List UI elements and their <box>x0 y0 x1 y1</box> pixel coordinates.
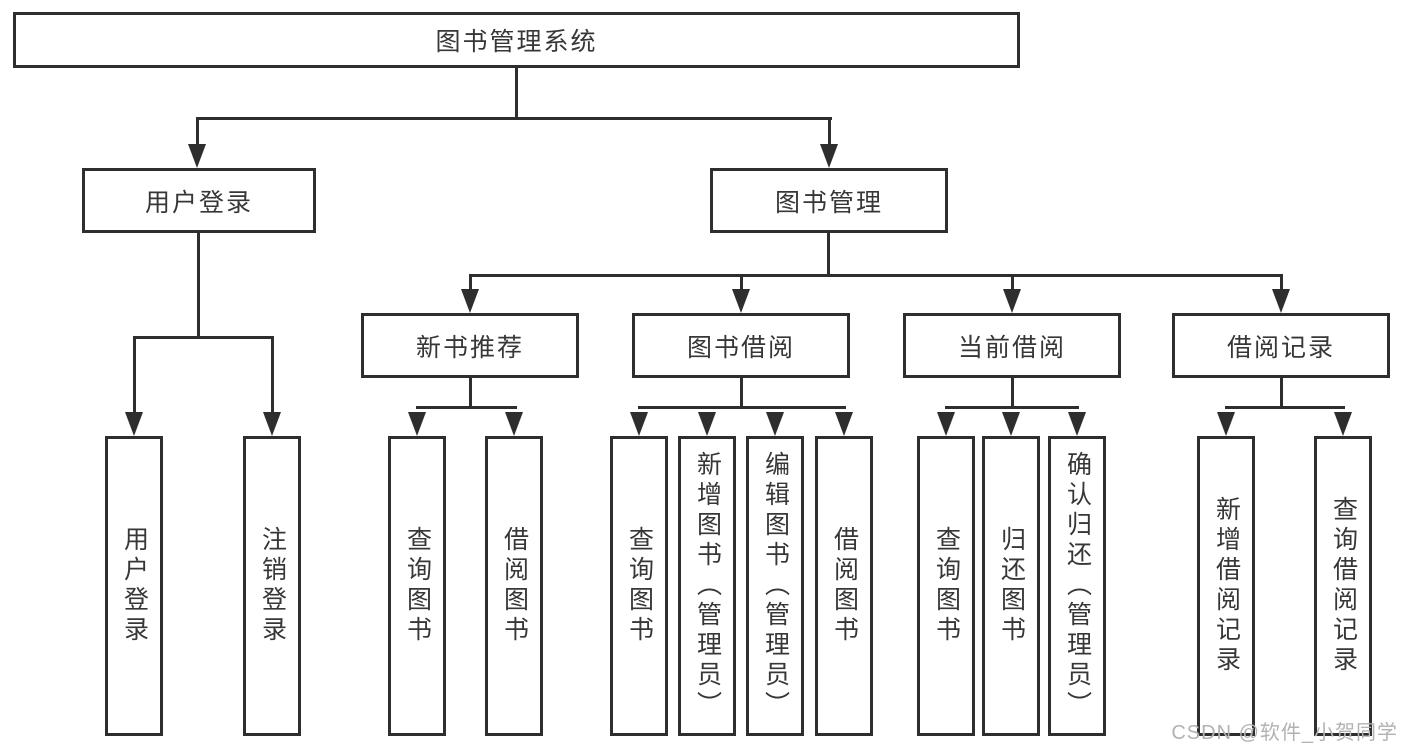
arrow-to-query-borrow-record <box>1334 412 1352 436</box>
connector-borrow-records-rail <box>1225 406 1345 409</box>
leaf-return-books: 归还图书 <box>982 436 1040 736</box>
arrow-to-add-book <box>698 412 716 436</box>
leaf-borrow-books-2: 借阅图书 <box>815 436 873 736</box>
connector-level1-rail <box>196 117 832 120</box>
connector-new-book-stem <box>469 378 472 409</box>
connector-user-login-stem <box>197 233 200 339</box>
leaf-add-borrow-record: 新增借阅记录 <box>1197 436 1255 736</box>
connector-book-borrow-stem <box>740 378 743 409</box>
node-book-management: 图书管理 <box>710 168 948 233</box>
connector-current-borrow-rail <box>945 406 1079 409</box>
connector-borrow-records-stem <box>1280 378 1283 409</box>
leaf-query-books-1: 查询图书 <box>388 436 446 736</box>
leaf-query-books-3: 查询图书 <box>917 436 975 736</box>
arrow-to-leaf-login <box>125 412 143 436</box>
connector-current-borrow-stub <box>1011 274 1014 292</box>
connector-new-book-rail <box>416 406 517 409</box>
arrow-to-book-mgmt <box>820 144 838 168</box>
connector-user-login-stub <box>196 117 199 148</box>
arrow-to-confirm-return <box>1068 412 1086 436</box>
connector-book-borrow-stub <box>740 274 743 292</box>
connector-user-login-rail <box>133 336 274 339</box>
connector-new-book-stub <box>469 274 472 292</box>
connector-book-borrow-rail <box>638 406 846 409</box>
connector-root-stem <box>515 68 518 120</box>
arrow-to-query-books-2 <box>630 412 648 436</box>
leaf-query-borrow-record: 查询借阅记录 <box>1314 436 1372 736</box>
arrow-to-borrow-books-1 <box>505 412 523 436</box>
leaf-add-book-admin: 新增图书（管理员） <box>678 436 736 736</box>
leaf-logout: 注销登录 <box>243 436 301 736</box>
arrow-to-query-books-1 <box>408 412 426 436</box>
leaf-edit-book-admin: 编辑图书（管理员） <box>746 436 804 736</box>
node-library-system: 图书管理系统 <box>13 12 1020 68</box>
node-user-login: 用户登录 <box>82 168 316 233</box>
leaf-confirm-return-admin: 确认归还（管理员） <box>1048 436 1106 736</box>
connector-current-borrow-stem <box>1011 378 1014 409</box>
connector-book-mgmt-stub <box>828 117 831 148</box>
arrow-to-return-books <box>1002 412 1020 436</box>
arrow-to-user-login <box>188 144 206 168</box>
arrow-to-new-book <box>461 289 479 313</box>
node-new-book-recommend: 新书推荐 <box>361 313 579 378</box>
arrow-to-borrow-books-2 <box>835 412 853 436</box>
arrow-to-current-borrow <box>1003 289 1021 313</box>
connector-borrow-records-stub <box>1280 274 1283 292</box>
arrow-to-add-borrow-record <box>1217 412 1235 436</box>
arrow-to-query-books-3 <box>937 412 955 436</box>
connector-leaf-logout-stub <box>271 336 274 414</box>
arrow-to-book-borrow <box>732 289 750 313</box>
connector-book-mgmt-stem <box>827 233 830 277</box>
node-current-borrow: 当前借阅 <box>903 313 1121 378</box>
arrow-to-edit-book <box>766 412 784 436</box>
arrow-to-borrow-records <box>1272 289 1290 313</box>
connector-leaf-login-stub <box>133 336 136 414</box>
leaf-user-login: 用户登录 <box>105 436 163 736</box>
node-book-borrow: 图书借阅 <box>632 313 850 378</box>
leaf-query-books-2: 查询图书 <box>610 436 668 736</box>
connector-level2-rail <box>469 274 1283 277</box>
leaf-borrow-books-1: 借阅图书 <box>485 436 543 736</box>
node-borrow-records: 借阅记录 <box>1172 313 1390 378</box>
arrow-to-leaf-logout <box>263 412 281 436</box>
csdn-watermark: CSDN @软件_小贺同学 <box>1171 722 1398 744</box>
